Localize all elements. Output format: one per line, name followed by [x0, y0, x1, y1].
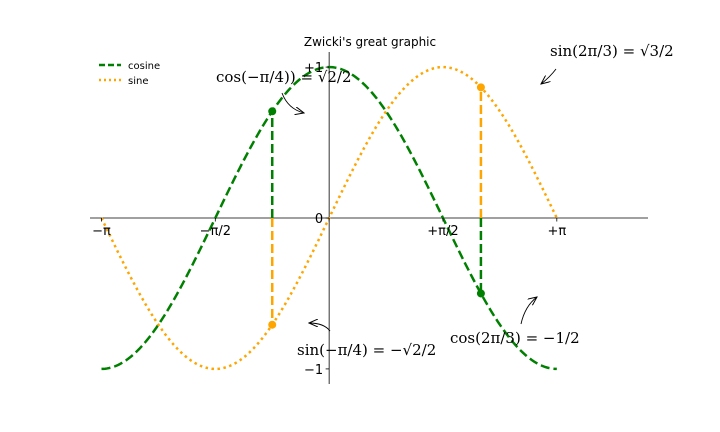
annotation-arrow-sin-neg-pi4 — [309, 323, 331, 332]
annotation-arrow-cos-2pi3 — [520, 297, 537, 325]
annotations: cos(−π/4)) = √2/2 sin(−π/4) = −√2/2 sin(… — [216, 42, 674, 359]
ticks-layer: −π −π/2 +π/2 +π −1 0 +1 — [92, 61, 566, 378]
x-tick-label-1: −π/2 — [200, 224, 231, 239]
y-tick-label-0: −1 — [304, 363, 323, 378]
annotation-cos-2pi3: cos(2π/3) = −1/2 — [450, 329, 580, 347]
legend: cosine sine — [99, 61, 160, 87]
x-tick-label-4: +π — [547, 224, 566, 239]
marker-cos-2pi3 — [476, 289, 485, 298]
markers-layer — [268, 83, 485, 329]
marker-cos-neg-pi4 — [268, 107, 277, 116]
annotation-sin-2pi3: sin(2π/3) = √3/2 — [550, 42, 674, 60]
vertical-lines-layer — [270, 87, 483, 325]
y-tick-label-2: +1 — [304, 61, 323, 76]
annotation-arrow-cos-neg-pi4 — [281, 92, 304, 113]
y-tick-label-1: 0 — [315, 212, 323, 227]
annotation-arrow-sin-2pi3 — [541, 68, 557, 84]
annotation-sin-neg-pi4: sin(−π/4) = −√2/2 — [297, 341, 436, 359]
chart-title: Zwicki's great graphic — [304, 35, 436, 49]
x-tick-label-0: −π — [92, 224, 111, 239]
marker-sin-neg-pi4 — [268, 320, 277, 329]
marker-sin-2pi3 — [476, 83, 485, 92]
x-tick-label-3: +π/2 — [427, 224, 458, 239]
legend-label-sine: sine — [128, 76, 148, 87]
annotation-cos-neg-pi4: cos(−π/4)) = √2/2 — [216, 68, 352, 86]
legend-label-cosine: cosine — [128, 61, 160, 72]
